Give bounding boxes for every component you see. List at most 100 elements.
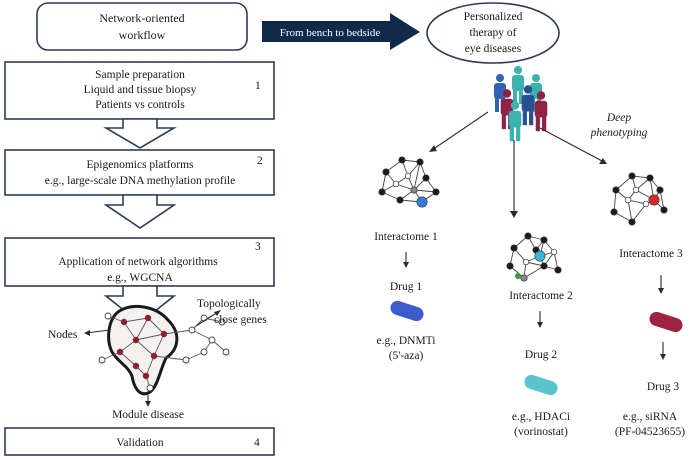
workflow-title-line1: Network-oriented xyxy=(99,11,184,25)
network-node xyxy=(422,174,430,182)
network-edge xyxy=(523,265,545,279)
step-1-line3: Patients vs controls xyxy=(95,99,185,111)
drug-1-example-line1: e.g., DNMTi xyxy=(376,335,435,347)
outer-node xyxy=(104,312,112,320)
network-node xyxy=(540,262,548,270)
network-hub-node xyxy=(648,194,660,206)
network-node xyxy=(550,248,558,256)
outer-node xyxy=(222,348,230,356)
network-node xyxy=(656,186,664,194)
network-edge xyxy=(627,199,633,223)
drug-2-example-line1: e.g., HDACi xyxy=(512,411,570,423)
interactome-3-arrowhead-b xyxy=(660,354,666,360)
module-outline xyxy=(107,304,179,396)
network-node xyxy=(646,174,654,182)
network-node xyxy=(410,186,418,194)
step-1-line1: Sample preparation xyxy=(95,69,185,81)
interactome-2-arrowhead xyxy=(537,322,543,328)
nodes-label: Nodes xyxy=(48,329,78,341)
workflow-title-box xyxy=(36,2,248,51)
network-node xyxy=(624,196,632,204)
network-node xyxy=(522,258,530,266)
network-edge xyxy=(413,189,437,193)
network-node xyxy=(628,172,636,180)
network-node xyxy=(432,188,440,196)
branch-arrowhead-2 xyxy=(510,211,518,218)
drug-3-example-line2: (PF-04523655) xyxy=(615,426,685,438)
module-node xyxy=(144,314,152,322)
drug-2-example-line2: (vorinostat) xyxy=(514,426,568,438)
module-node xyxy=(132,336,140,344)
person-icon xyxy=(508,101,522,142)
drug-3-example-line1: e.g., siRNA xyxy=(623,411,678,423)
person-icon xyxy=(521,85,535,126)
person-icon xyxy=(512,66,524,104)
outer-node xyxy=(182,356,190,364)
network-edge xyxy=(413,161,421,191)
network-node xyxy=(642,200,650,208)
outer-node xyxy=(188,326,196,334)
interactome-3-arrowhead-a xyxy=(658,288,664,294)
branch-arrowhead-3 xyxy=(599,158,607,164)
interactome-1-label: Interactome 1 xyxy=(374,231,438,243)
step-4-number: 4 xyxy=(254,437,260,449)
step-2-number: 2 xyxy=(257,155,263,167)
down-arrow-1 xyxy=(103,118,177,149)
interactome-3-label: Interactome 3 xyxy=(619,248,683,260)
down-arrow-2 xyxy=(103,194,177,229)
branch-arrowhead-1 xyxy=(429,145,437,152)
network-hub-node xyxy=(534,250,546,262)
network-node xyxy=(515,273,521,279)
step-1-number: 1 xyxy=(255,80,261,92)
network-node xyxy=(524,232,532,240)
module-arrowhead xyxy=(145,401,151,407)
step-1-line2: Liquid and tissue biopsy xyxy=(84,84,197,96)
step-2-line2: e.g., large-scale DNA methylation profil… xyxy=(45,175,235,187)
step-2-line1: Epigenomics platforms xyxy=(87,159,195,171)
drug-1-example-line2: (5'-aza) xyxy=(389,350,424,362)
network-node xyxy=(506,262,514,270)
close-genes-line2: close genes xyxy=(214,314,267,326)
close-genes-arrowhead xyxy=(214,310,221,316)
personalized-therapy-ellipse xyxy=(426,2,560,64)
module-node xyxy=(116,348,124,356)
step-4-line1: Validation xyxy=(116,437,164,449)
interactome-2-network xyxy=(506,232,562,282)
down-arrow-3 xyxy=(103,285,177,325)
step-1-box xyxy=(4,61,275,120)
step-3-line2: e.g., WGCNA xyxy=(107,272,173,284)
goal-line2: therapy of xyxy=(470,27,517,39)
person-icon xyxy=(534,91,548,132)
outer-node xyxy=(218,318,226,326)
branch-arrow-3 xyxy=(539,127,605,163)
step-3-line1: Application of network algorithms xyxy=(58,256,218,268)
close-genes-line1: Topologically xyxy=(197,298,261,310)
network-node xyxy=(416,158,424,166)
outer-node xyxy=(208,336,216,344)
interactome-3-network xyxy=(610,172,668,226)
module-node xyxy=(150,352,158,360)
network-node xyxy=(628,218,636,226)
module-node xyxy=(160,330,168,338)
network-node xyxy=(540,236,548,244)
drug-1-pill-icon xyxy=(390,300,424,322)
network-node xyxy=(392,180,400,188)
network-node xyxy=(520,274,528,282)
network-node xyxy=(398,156,406,164)
goal-line1: Personalized xyxy=(464,11,523,23)
module-node xyxy=(132,362,140,370)
module-disease-label: Module disease xyxy=(112,409,184,421)
branch-arrow-1 xyxy=(431,111,489,151)
interactome-1-network xyxy=(378,156,440,208)
close-genes-pointer xyxy=(195,311,219,327)
step-3-box xyxy=(4,237,275,287)
goal-line3: eye diseases xyxy=(465,43,522,55)
network-edge xyxy=(613,189,617,213)
step-3-number: 3 xyxy=(255,241,261,253)
interactome-2-label: Interactome 2 xyxy=(509,290,573,302)
nodes-arrowhead xyxy=(84,330,90,336)
drug-2-label: Drug 2 xyxy=(525,349,558,361)
patient-cohort-icon xyxy=(494,66,548,142)
network-hub-node xyxy=(416,196,428,208)
